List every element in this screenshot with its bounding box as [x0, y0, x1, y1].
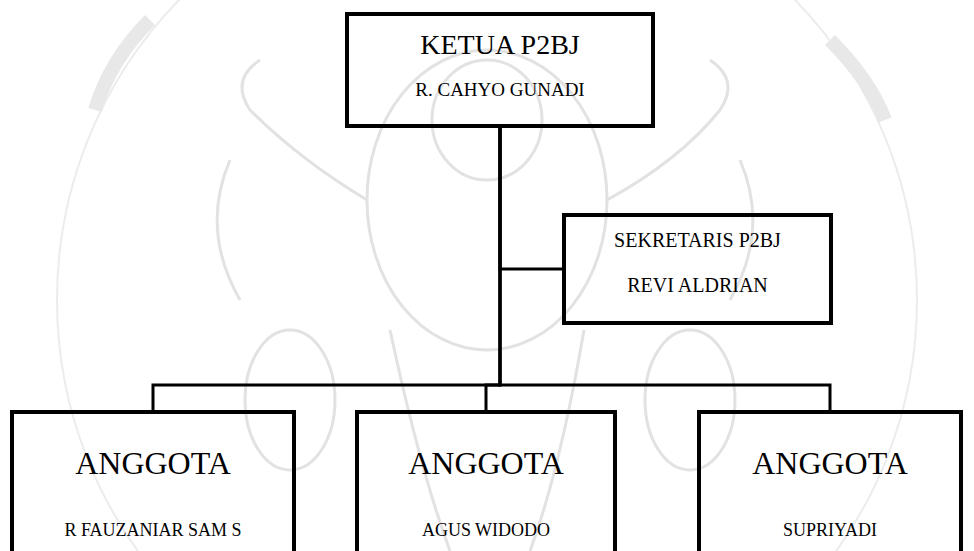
person-name: SUPRIYADI: [783, 520, 877, 541]
org-connector: [500, 128, 830, 410]
org-box: ANGGOTA SUPRIYADI: [697, 410, 963, 551]
org-connector: [486, 128, 500, 410]
org-box: KETUA P2BJ R. CAHYO GUNADI: [345, 12, 655, 128]
org-connector: [153, 128, 500, 410]
person-name: R. CAHYO GUNADI: [415, 79, 584, 101]
role-title: ANGGOTA: [408, 445, 564, 482]
person-name: AGUS WIDODO: [422, 520, 550, 541]
org-box: ANGGOTA AGUS WIDODO: [355, 410, 617, 551]
org-box: SEKRETARIS P2BJ REVI ALDRIAN: [562, 213, 833, 325]
org-connector: [500, 128, 562, 269]
role-title: KETUA P2BJ: [420, 29, 579, 61]
person-name: REVI ALDRIAN: [627, 274, 768, 297]
org-box: ANGGOTA R FAUZANIAR SAM S: [10, 410, 296, 551]
role-title: SEKRETARIS P2BJ: [614, 229, 781, 252]
role-title: ANGGOTA: [752, 445, 908, 482]
person-name: R FAUZANIAR SAM S: [64, 520, 241, 541]
role-title: ANGGOTA: [75, 445, 231, 482]
